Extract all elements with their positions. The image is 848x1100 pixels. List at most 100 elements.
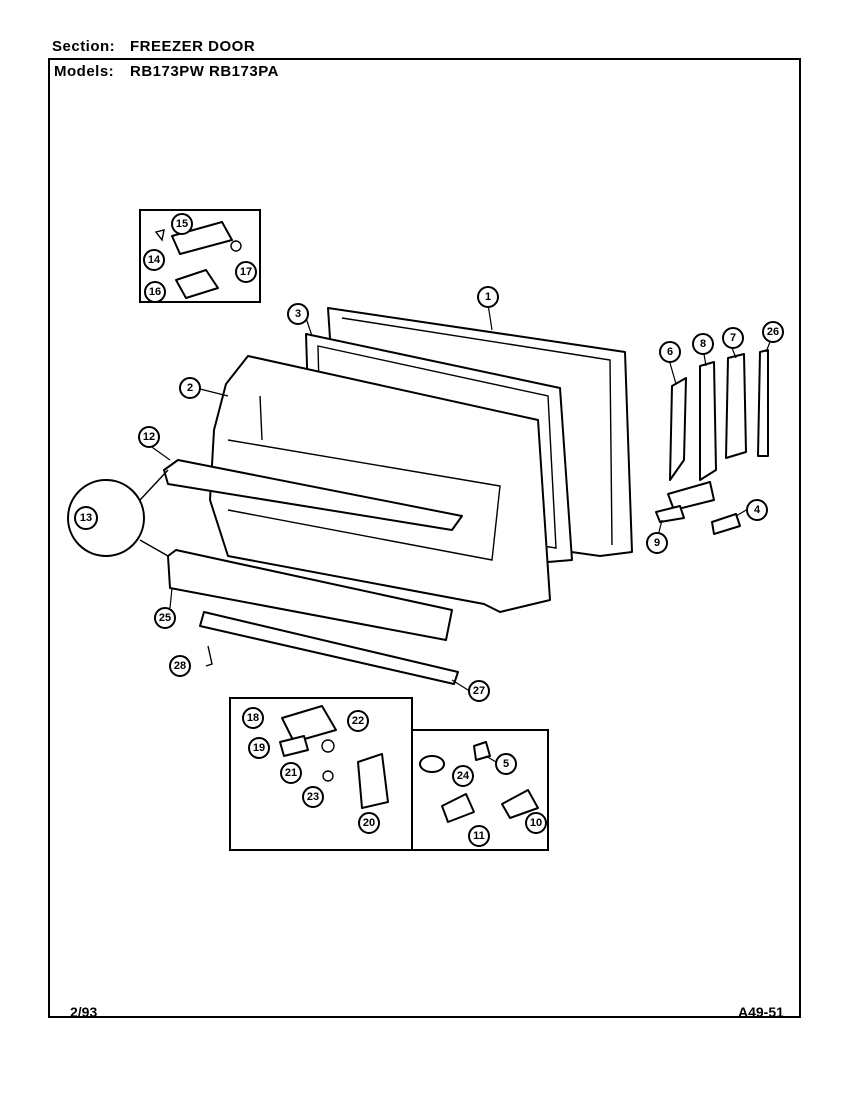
svg-text:14: 14	[148, 254, 161, 266]
svg-text:13: 13	[80, 512, 92, 524]
hinge-bracket	[667, 481, 715, 511]
callout-20: 20	[358, 812, 380, 834]
callout-11: 11	[468, 825, 490, 847]
bracket-9	[655, 505, 685, 523]
handle-26	[757, 349, 769, 457]
models-value: RB173PW RB173PA	[130, 63, 279, 80]
callout-2: 2	[179, 377, 201, 399]
revision-date: 2/93	[70, 1004, 98, 1020]
leader-3	[305, 317, 313, 337]
callout-24: 24	[452, 765, 474, 787]
cap-24	[419, 755, 445, 773]
callout-3: 3	[287, 303, 309, 325]
svg-text:18: 18	[247, 712, 259, 724]
callout-7: 7	[722, 327, 744, 349]
svg-text:28: 28	[174, 660, 186, 672]
svg-text:9: 9	[654, 537, 660, 549]
callout-22: 22	[347, 710, 369, 732]
callout-5: 5	[495, 753, 517, 775]
svg-text:4: 4	[754, 504, 761, 516]
svg-text:1: 1	[485, 291, 491, 303]
callout-28: 28	[169, 655, 191, 677]
inset-box-caps	[411, 729, 549, 851]
callout-1: 1	[477, 286, 499, 308]
plug-4	[711, 513, 741, 535]
svg-text:10: 10	[530, 817, 542, 829]
svg-text:7: 7	[730, 332, 736, 344]
liner-inner-edge	[259, 395, 263, 441]
leader-12	[148, 444, 171, 461]
hinge-plate-bottom	[175, 269, 219, 299]
leader-5	[485, 755, 497, 763]
hinge-18	[281, 705, 337, 743]
handle-7	[725, 353, 747, 459]
leader-2	[199, 388, 229, 397]
svg-text:20: 20	[363, 817, 375, 829]
outer-door-edge	[341, 317, 613, 546]
callout-14: 14	[143, 249, 165, 271]
callout-23: 23	[302, 786, 324, 808]
cap-5	[473, 741, 491, 761]
callout-21: 21	[280, 762, 302, 784]
callout-18: 18	[242, 707, 264, 729]
svg-text:11: 11	[473, 830, 485, 842]
page-code: A49-51	[738, 1004, 784, 1020]
washer-22	[321, 739, 335, 753]
door-lower-rail	[167, 549, 453, 641]
callout-4: 4	[746, 499, 768, 521]
callout-26: 26	[762, 321, 784, 343]
door-bottom-trim	[199, 611, 459, 685]
cover-10	[501, 789, 539, 819]
diagram-frame	[48, 58, 801, 1018]
leader-25	[169, 587, 173, 609]
svg-text:3: 3	[295, 308, 301, 320]
screw-28	[205, 645, 213, 667]
svg-text:15: 15	[176, 218, 188, 230]
leader-7	[731, 347, 737, 359]
leader-1	[487, 303, 493, 331]
callout-27: 27	[468, 680, 490, 702]
hinge-plate-top	[171, 221, 233, 255]
svg-text:16: 16	[149, 286, 161, 298]
door-liner	[209, 355, 551, 613]
liner-shelf	[227, 439, 501, 561]
svg-text:22: 22	[352, 715, 364, 727]
svg-text:27: 27	[473, 685, 485, 697]
svg-text:6: 6	[667, 346, 673, 358]
svg-text:2: 2	[187, 382, 193, 394]
svg-text:25: 25	[159, 612, 171, 624]
svg-text:8: 8	[700, 338, 706, 350]
callout-15: 15	[171, 213, 193, 235]
inset-box-hinge	[139, 209, 261, 303]
svg-text:17: 17	[240, 266, 252, 278]
plate-20	[357, 753, 389, 809]
svg-text:26: 26	[767, 326, 779, 338]
cover-11	[441, 793, 475, 823]
leader-27	[451, 679, 469, 691]
detail-magnifier	[67, 479, 145, 557]
washer-23	[322, 770, 334, 782]
svg-text:19: 19	[253, 742, 265, 754]
callout-12: 12	[138, 426, 160, 448]
handle-6	[669, 377, 687, 481]
models-label: Models:	[54, 63, 115, 80]
leader-4	[735, 508, 749, 517]
callout-17: 17	[235, 261, 257, 283]
leader-26	[765, 341, 771, 353]
callout-19: 19	[248, 737, 270, 759]
detail-leaders	[139, 469, 169, 557]
door-shelf-bar	[163, 459, 463, 531]
callout-6: 6	[659, 341, 681, 363]
callout-10: 10	[525, 812, 547, 834]
handle-bracket-8	[699, 361, 717, 481]
callout-8: 8	[692, 333, 714, 355]
screw-14	[154, 229, 165, 242]
svg-text:12: 12	[143, 431, 155, 443]
callout-9: 9	[646, 532, 668, 554]
callout-16: 16	[144, 281, 166, 303]
shim-19	[279, 735, 309, 757]
svg-text:23: 23	[307, 791, 319, 803]
callout-25: 25	[154, 607, 176, 629]
washer-17	[230, 240, 242, 252]
section-label: Section:	[52, 38, 116, 55]
